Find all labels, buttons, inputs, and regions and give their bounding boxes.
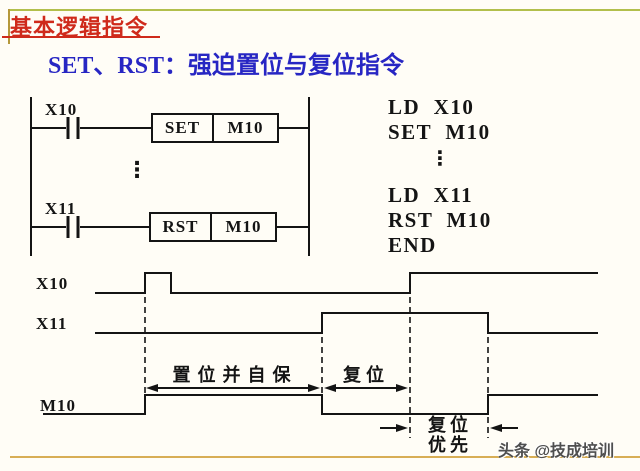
page-title: 基本逻辑指令 xyxy=(10,15,149,40)
annotation-reset-priority-line2: 优先 xyxy=(428,435,472,455)
slide-subtitle: SET、RST：强迫置位与复位指令 xyxy=(48,53,405,79)
header-underline xyxy=(2,36,160,38)
x11-waveform xyxy=(95,312,598,334)
annotation-set-hold: 置位并自保 xyxy=(172,365,298,385)
watermark: 头条 @技成培训 xyxy=(498,443,615,460)
instruction-line: RST M10 xyxy=(388,208,492,232)
m10-signal-label: M10 xyxy=(40,396,77,415)
rung1-contact-label: X10 xyxy=(45,100,78,119)
timing-diagram xyxy=(43,272,598,415)
arrowhead-left-icon xyxy=(490,424,502,432)
rung1-operand-label: M10 xyxy=(227,118,264,137)
ladder-ellipsis: ⋮ xyxy=(126,158,148,183)
rung1-op-label: SET xyxy=(164,118,201,137)
instruction-line: END xyxy=(388,233,437,257)
instruction-line: LD X11 xyxy=(388,183,474,207)
rung2-operand-label: M10 xyxy=(225,217,262,236)
left-rule xyxy=(8,9,10,44)
instruction-line: SET M10 xyxy=(388,120,491,144)
instruction-ellipsis: ⋮ xyxy=(430,146,452,170)
x10-signal-label: X10 xyxy=(36,274,69,293)
rung2-op-label: RST xyxy=(162,217,199,236)
rung2-contact-label: X11 xyxy=(45,199,77,218)
x10-waveform xyxy=(95,272,598,294)
annotation-reset-priority: 复位 优先 xyxy=(411,415,489,455)
annotation-reset-priority-line1: 复位 xyxy=(428,415,472,435)
arrowhead-right-icon xyxy=(396,424,408,432)
instruction-line: LD X10 xyxy=(388,95,475,119)
bottom-rule xyxy=(10,456,640,458)
annotation-reset: 复位 xyxy=(343,365,389,385)
m10-waveform xyxy=(43,394,598,415)
x11-signal-label: X11 xyxy=(36,314,68,333)
top-rule xyxy=(8,9,640,11)
